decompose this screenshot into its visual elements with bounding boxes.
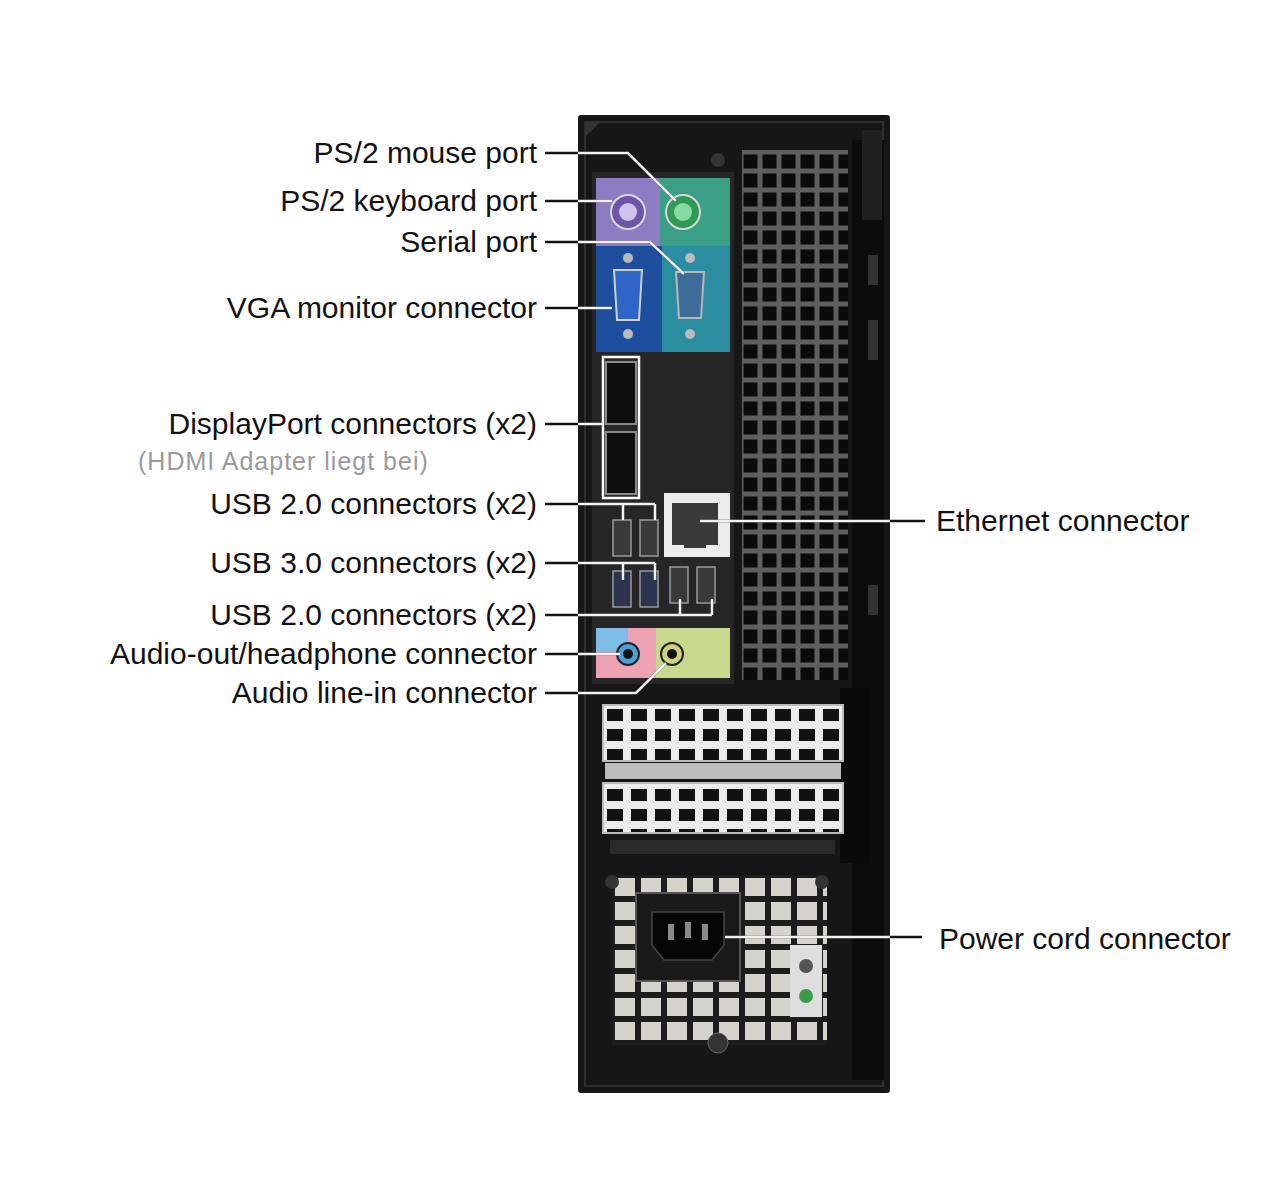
slot-cover (603, 783, 843, 833)
part-label: USB 2.0 connectors (x2) (210, 600, 537, 630)
leader-lines (545, 153, 925, 937)
part-label: USB 2.0 connectors (x2) (210, 489, 537, 519)
vent-grille (742, 150, 848, 680)
leader-line (578, 663, 666, 693)
line-in-jack (661, 643, 683, 665)
connector-screw (623, 329, 633, 339)
leader-lines-inner (578, 153, 890, 937)
leader-line (578, 153, 676, 201)
leader-line (578, 200, 612, 203)
vga-zone (596, 246, 662, 352)
leader-line (545, 504, 655, 520)
leader-line (700, 520, 925, 523)
side-rail (852, 140, 884, 1080)
audio-out-jack (617, 643, 639, 665)
leader-line (578, 599, 712, 615)
jack-hole (667, 649, 677, 659)
part-label: DisplayPort connectors (x2) (169, 409, 537, 439)
part-label: Audio line-in connector (232, 678, 537, 708)
case-bevel (585, 122, 883, 1086)
part-label: VGA monitor connector (227, 293, 537, 323)
psu-led (799, 989, 813, 1003)
leader-line (545, 663, 666, 693)
usb-port (670, 567, 688, 603)
leader-line (578, 504, 655, 520)
psu-led-panel (790, 945, 822, 1017)
case-corner (585, 122, 600, 137)
case-screw (815, 875, 829, 889)
part-label: Power cord connector (939, 924, 1231, 954)
displayport-port (606, 432, 636, 494)
displayport-port (606, 362, 636, 424)
case-screw (708, 1033, 728, 1053)
card-bracket (840, 688, 870, 863)
ps2-keyboard-port (611, 195, 645, 229)
leader-line (578, 563, 655, 580)
leader-line (578, 242, 684, 274)
leader-line (545, 307, 612, 310)
leader-line (545, 599, 712, 615)
part-label: PS/2 keyboard port (280, 186, 537, 216)
leader-line (725, 936, 890, 939)
slot-divider (605, 763, 841, 779)
rail-slot (868, 255, 878, 285)
power-inlet (652, 912, 724, 960)
ethernet-latch (684, 540, 706, 548)
vga-connector (614, 270, 642, 320)
connector-screw (623, 253, 633, 263)
displayport-bracket (603, 357, 639, 498)
leader-line (725, 936, 922, 939)
case-screw (605, 875, 619, 889)
inlet-pin (685, 922, 691, 938)
line-in-zone (656, 628, 730, 678)
part-label: USB 3.0 connectors (x2) (210, 548, 537, 578)
usb-port (697, 567, 715, 603)
ps2-keyboard-inner (619, 203, 637, 221)
ps2-mouse-port (666, 195, 700, 229)
leader-line (700, 520, 890, 523)
ps2-mouse-inner (674, 203, 692, 221)
part-label: Serial port (400, 227, 537, 257)
connector-screw (685, 329, 695, 339)
leader-line (545, 153, 676, 201)
psu-test-button (799, 959, 813, 973)
ethernet-surround (664, 493, 730, 557)
usb-port (613, 520, 631, 556)
case-screw (711, 153, 725, 167)
leader-line (578, 423, 603, 426)
slot-base (610, 840, 835, 854)
part-label: Audio-out/headphone connector (110, 639, 537, 669)
rail-slot (868, 320, 878, 360)
computer-case (578, 115, 890, 1093)
usb-port (640, 520, 658, 556)
inlet-pin (668, 924, 674, 940)
power-inlet-plate (636, 893, 740, 981)
rail-slot (868, 585, 878, 615)
jack-hole (623, 649, 633, 659)
serial-connector (676, 272, 704, 318)
psu-grille (612, 875, 827, 1045)
ethernet-port (672, 503, 718, 545)
note-label: (HDMI Adapter liegt bei) (138, 449, 429, 474)
leader-line (545, 563, 655, 580)
leader-line (578, 653, 620, 656)
leader-line (578, 307, 612, 310)
slot-cover (603, 705, 843, 761)
inlet-pin (702, 924, 708, 940)
part-label: Ethernet connector (936, 506, 1190, 536)
leader-line (545, 242, 684, 274)
mouse-zone (660, 178, 730, 246)
leader-line (545, 653, 620, 656)
leader-line (545, 200, 612, 203)
connector-screw (685, 253, 695, 263)
keyboard-zone (596, 178, 660, 246)
part-label: PS/2 mouse port (314, 138, 537, 168)
lock-tab (862, 130, 882, 220)
leader-line (545, 423, 603, 426)
